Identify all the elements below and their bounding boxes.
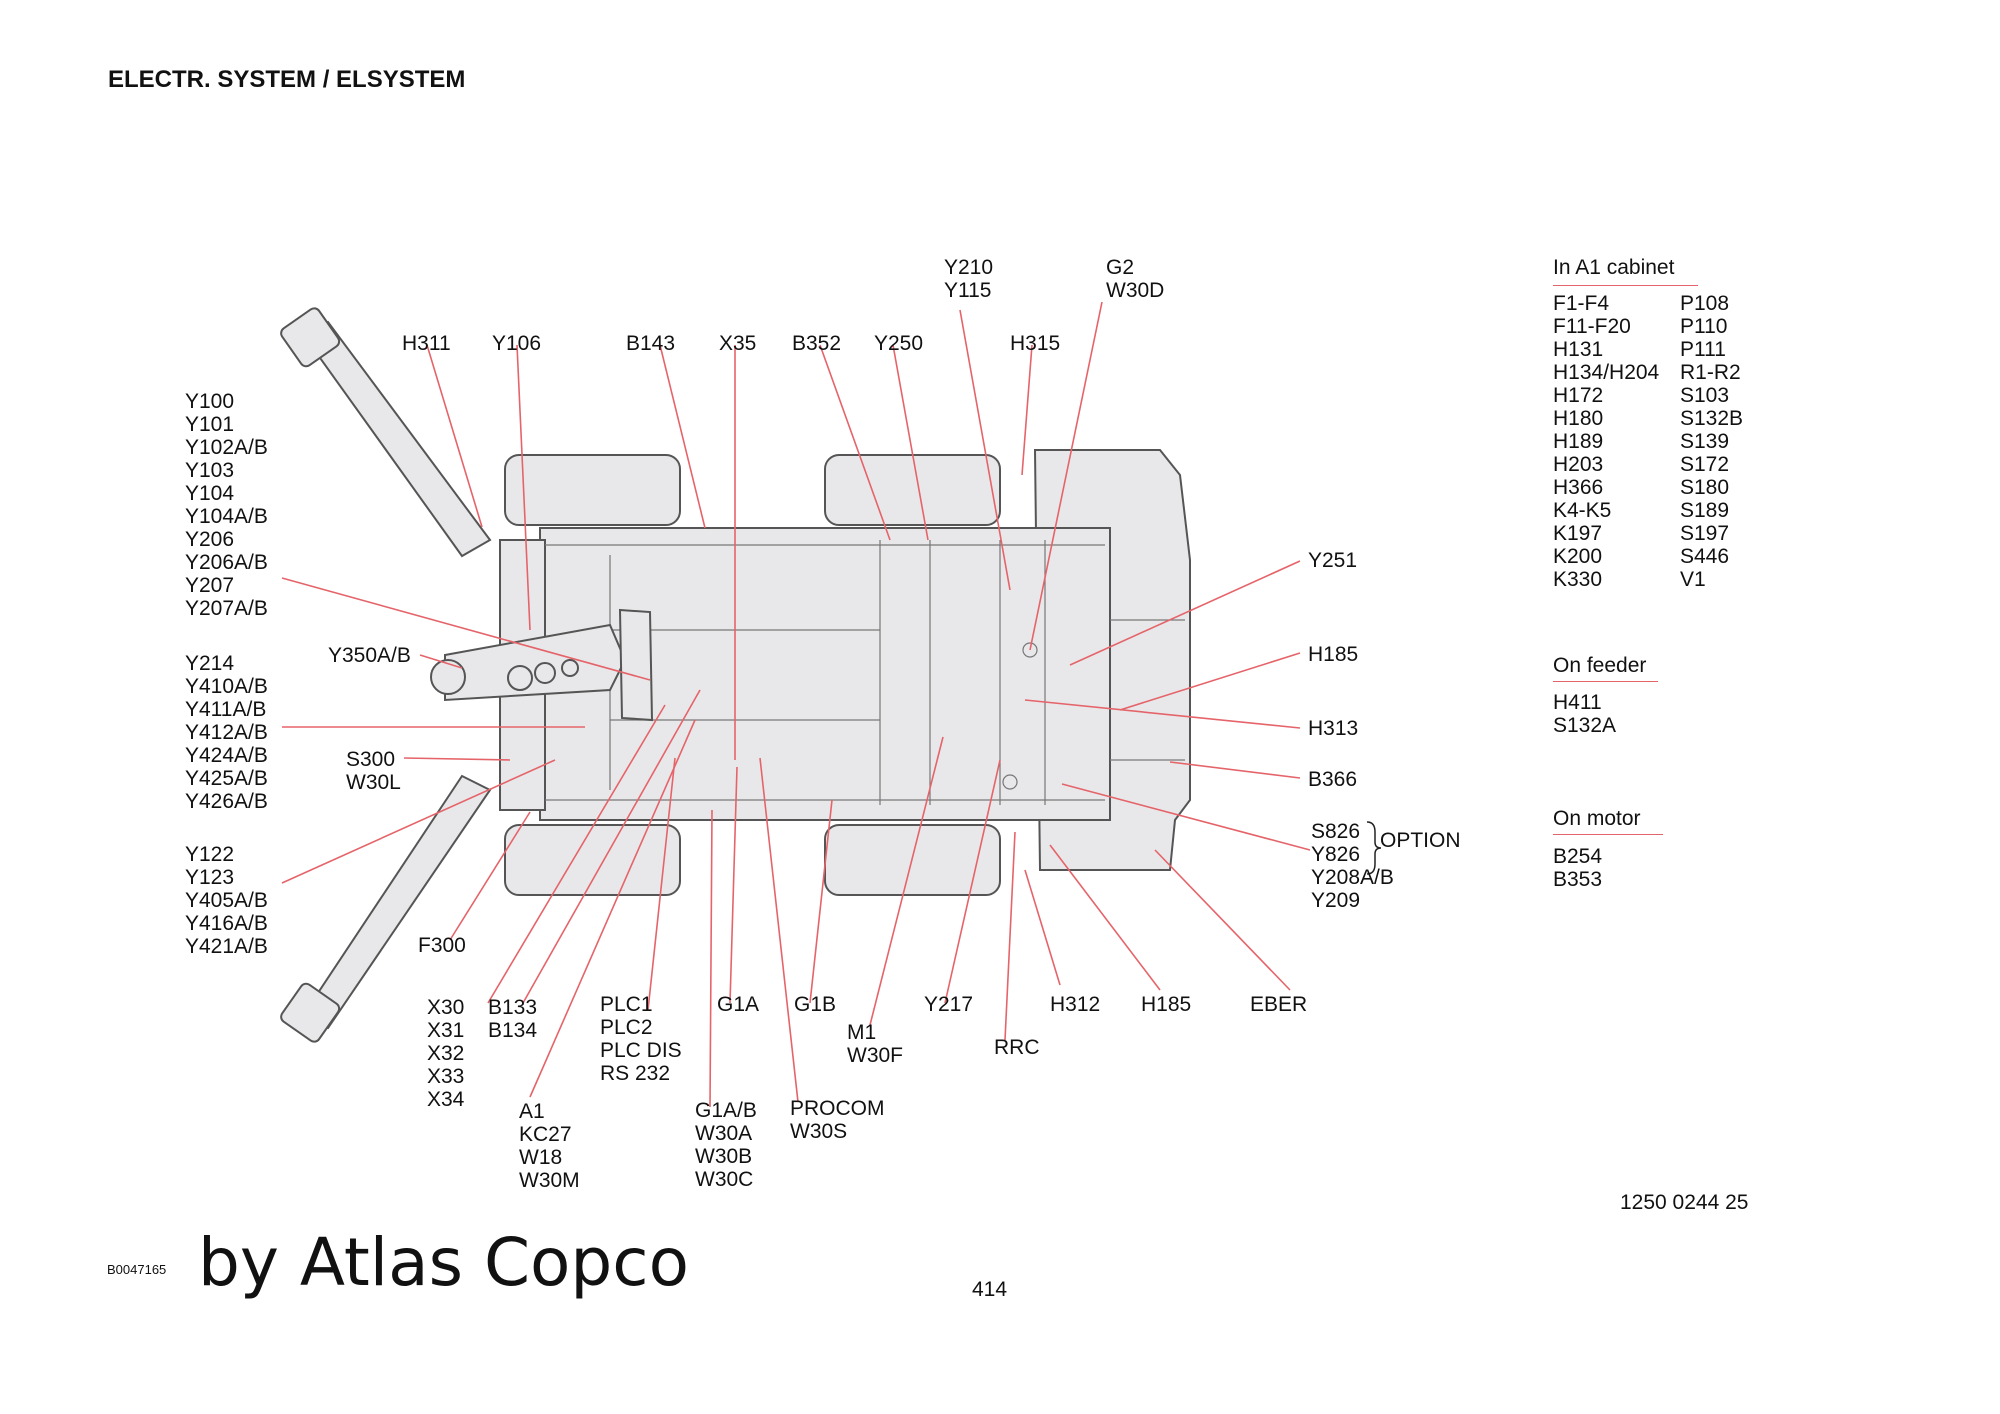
document-number: 1250 0244 25 [1620, 1191, 1749, 1214]
tyre-top-right [824, 454, 1001, 526]
feeder-title-rule [1553, 681, 1658, 682]
label-y100-group: Y100 Y101 Y102A/B Y103 Y104 Y104A/B Y206… [185, 390, 268, 620]
label-rrc: RRC [994, 1036, 1040, 1059]
boom-cylinder [618, 608, 654, 722]
boom-arm-lower [298, 774, 492, 1030]
label-h313: H313 [1308, 717, 1359, 740]
cabinet-title-rule [1553, 285, 1698, 286]
leader-lines [281, 301, 1311, 1108]
label-h315: H315 [1010, 332, 1061, 355]
label-s300: S300 W30L [346, 748, 401, 794]
label-h311: H311 [402, 332, 451, 355]
brand-text: by Atlas Copco [198, 1224, 689, 1301]
label-x35: X35 [719, 332, 757, 355]
label-b143: B143 [626, 332, 676, 355]
label-y122-group: Y122 Y123 Y405A/B Y416A/B Y421A/B [185, 843, 268, 958]
cabinet-title: In A1 cabinet [1553, 256, 1675, 279]
boom-swing-pivot [430, 659, 466, 695]
tyre-top-left [504, 454, 681, 526]
cabinet-list-col1: F1-F4 F11-F20 H131 H134/H204 H172 H180 H… [1553, 292, 1660, 591]
page-title: ELECTR. SYSTEM / ELSYSTEM [108, 66, 466, 93]
label-g1ab: G1A/B W30A W30B W30C [695, 1099, 757, 1191]
cabinet-list-col2: P108 P110 P111 R1-R2 S103 S132B S139 S17… [1680, 292, 1744, 591]
tyre-bottom-left [504, 824, 681, 896]
boom-tip-upper [280, 307, 341, 368]
motor-title: On motor [1553, 807, 1641, 830]
label-y250: Y250 [874, 332, 924, 355]
label-y210: Y210 Y115 [944, 256, 994, 302]
feeder-list: H411 S132A [1553, 691, 1617, 737]
option-brace [1366, 821, 1382, 875]
label-plc: PLC1 PLC2 PLC DIS RS 232 [600, 993, 682, 1085]
label-b133: B133 B134 [488, 996, 538, 1042]
figure-id: B0047165 [107, 1262, 167, 1277]
label-h185-right: H185 [1308, 643, 1359, 666]
label-b352: B352 [792, 332, 842, 355]
label-y350: Y350A/B [328, 644, 411, 667]
label-y208: Y208A/B Y209 [1311, 866, 1394, 912]
label-y217: Y217 [924, 993, 974, 1016]
label-g2: G2 W30D [1106, 256, 1165, 302]
label-a1: A1 KC27 W18 W30M [519, 1100, 580, 1192]
label-y106: Y106 [492, 332, 542, 355]
page-number: 414 [972, 1278, 1008, 1301]
label-option: OPTION [1380, 829, 1461, 852]
motor-title-rule [1553, 834, 1663, 835]
label-procom: PROCOM W30S [790, 1097, 885, 1143]
label-eber: EBER [1250, 993, 1308, 1016]
label-g1b: G1B [794, 993, 837, 1016]
boom-arm-upper [298, 320, 492, 558]
label-s826: S826 Y826 [1311, 820, 1361, 866]
label-y214-group: Y214 Y410A/B Y411A/B Y412A/B Y424A/B Y42… [185, 652, 268, 813]
motor-list: B254 B353 [1553, 845, 1603, 891]
label-h185-bottom: H185 [1141, 993, 1192, 1016]
feeder-title: On feeder [1553, 654, 1647, 677]
label-h312: H312 [1050, 993, 1101, 1016]
label-b366: B366 [1308, 768, 1358, 791]
boom-tip-lower [280, 982, 341, 1043]
label-f300: F300 [418, 934, 466, 957]
label-y251: Y251 [1308, 549, 1358, 572]
label-m1: M1 W30F [847, 1021, 904, 1067]
label-g1a: G1A [717, 993, 760, 1016]
label-x30-group: X30 X31 X32 X33 X34 [427, 996, 465, 1111]
